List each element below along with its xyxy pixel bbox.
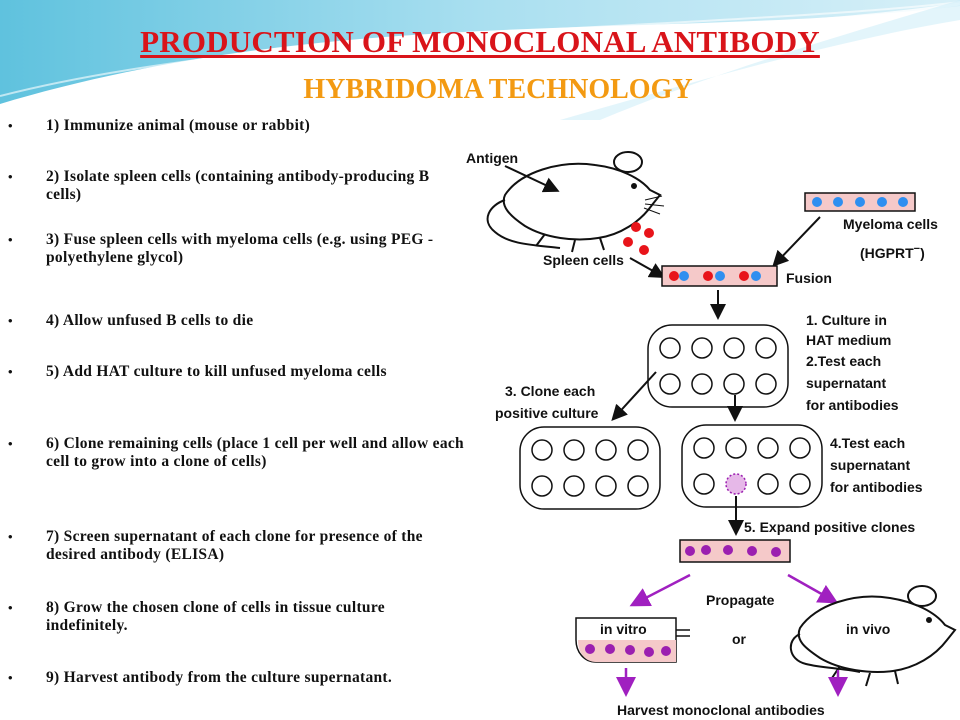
mouse-icon xyxy=(790,585,957,687)
culture-text: 1. Culture in HAT medium 2.Test each sup… xyxy=(806,312,899,413)
bullet-icon: • xyxy=(8,529,13,544)
spleen-cells xyxy=(623,222,654,255)
bullet-icon: • xyxy=(8,313,13,328)
step-text: 2) Isolate spleen cells (containing anti… xyxy=(46,168,430,203)
svg-text:for antibodies: for antibodies xyxy=(806,397,899,413)
culture-plate xyxy=(647,324,789,408)
propagate-right-arrow xyxy=(787,573,839,604)
svg-text:1. Culture in: 1. Culture in xyxy=(806,312,887,328)
positive-well xyxy=(725,473,747,495)
hybridoma-cells xyxy=(685,545,781,557)
myeloma-cells xyxy=(812,197,908,207)
propagate-label: Propagate xyxy=(706,592,775,608)
antigen-label: Antigen xyxy=(466,150,518,166)
antigen-arrow xyxy=(504,165,560,193)
test-plate xyxy=(681,424,823,508)
in-vitro-label: in vitro xyxy=(600,621,647,637)
bullet-icon: • xyxy=(8,169,13,184)
svg-text:for antibodies: for antibodies xyxy=(830,479,923,495)
clone-text: 3. Clone each positive culture xyxy=(495,383,599,421)
svg-text:2.Test each: 2.Test each xyxy=(806,353,881,369)
bullet-icon: • xyxy=(8,232,13,247)
step-text: 1) Immunize animal (mouse or rabbit) xyxy=(46,117,311,134)
hybridoma-diagram: Antigen Spleen cells Myeloma cells (HGPR… xyxy=(466,150,957,718)
bullet-icon: • xyxy=(8,118,13,133)
fusion-label: Fusion xyxy=(786,270,832,286)
spleen-arrow xyxy=(629,257,666,278)
svg-text:3. Clone each: 3. Clone each xyxy=(505,383,595,399)
in-vivo-label: in vivo xyxy=(846,621,890,637)
myeloma-arrow xyxy=(772,216,821,267)
step-text: 6) Clone remaining cells (place 1 cell p… xyxy=(46,435,464,470)
bullet-icon: • xyxy=(8,364,13,379)
bullet-icon: • xyxy=(8,670,13,685)
step-text: 7) Screen supernatant of each clone for … xyxy=(46,528,423,563)
in-vitro-tube xyxy=(575,617,690,663)
mouse-icon xyxy=(486,151,665,253)
bullet-icon: • xyxy=(8,600,13,615)
test-text: 4.Test each supernatant for antibodies xyxy=(830,435,923,495)
bullet-icon: • xyxy=(8,436,13,451)
plate-wells xyxy=(659,337,777,395)
step-text: 5) Add HAT culture to kill unfused myelo… xyxy=(46,363,387,380)
clone-arrow xyxy=(611,371,657,421)
or-label: or xyxy=(732,631,747,647)
svg-text:positive culture: positive culture xyxy=(495,405,599,421)
step-text: 8) Grow the chosen clone of cells in tis… xyxy=(46,599,385,634)
svg-text:HAT medium: HAT medium xyxy=(806,332,891,348)
propagate-left-arrow xyxy=(629,573,691,607)
step-text: 9) Harvest antibody from the culture sup… xyxy=(46,669,393,686)
expand-label: 5. Expand positive clones xyxy=(744,519,915,535)
harvest-label: Harvest monoclonal antibodies xyxy=(617,702,825,718)
clone-plate xyxy=(519,426,661,510)
background-wave xyxy=(0,0,960,120)
step-text: 4) Allow unfused B cells to die xyxy=(46,312,254,329)
svg-text:supernatant: supernatant xyxy=(830,457,910,473)
hgprt-label: (HGPRT−) xyxy=(860,243,925,261)
myeloma-label: Myeloma cells xyxy=(843,216,938,232)
svg-text:supernatant: supernatant xyxy=(806,375,886,391)
page-title: PRODUCTION OF MONOCLONAL ANTIBODY xyxy=(140,24,820,59)
step-text: 3) Fuse spleen cells with myeloma cells … xyxy=(46,231,434,266)
fused-cells xyxy=(669,271,761,281)
svg-text:4.Test each: 4.Test each xyxy=(830,435,905,451)
page-subtitle: HYBRIDOMA TECHNOLOGY xyxy=(303,74,693,105)
spleen-cells-label: Spleen cells xyxy=(543,252,624,268)
